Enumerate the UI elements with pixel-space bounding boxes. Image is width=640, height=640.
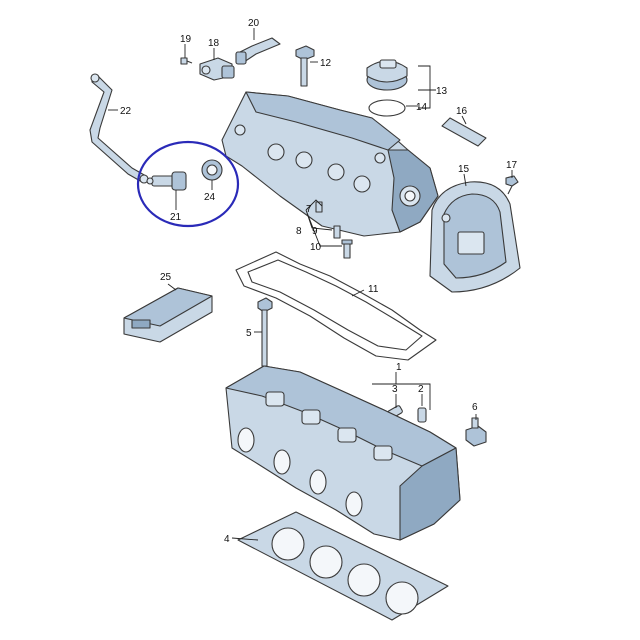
callout-14: 14 (416, 102, 428, 113)
part-15-timing-cover[interactable] (429, 181, 521, 293)
callout-3: 3 (392, 384, 398, 395)
callout-13: 13 (436, 86, 448, 97)
callout-17: 17 (506, 160, 518, 171)
part-20-pipe[interactable] (235, 37, 281, 65)
callout-24: 24 (204, 192, 216, 203)
part-9-bolt[interactable] (333, 225, 341, 239)
callout-12: 12 (320, 58, 332, 69)
callout-19: 19 (180, 34, 192, 45)
part-17-bolt[interactable] (505, 175, 519, 195)
callout-11: 11 (368, 284, 379, 295)
part-12-bolt[interactable] (295, 45, 315, 87)
part-14-seal-ring[interactable] (368, 99, 406, 117)
part-22-hose[interactable] (89, 73, 149, 184)
part-1-cylinder-head[interactable] (225, 365, 461, 541)
part-7-bolt[interactable] (315, 201, 323, 213)
part-21-sensor[interactable] (146, 171, 187, 191)
callout-5: 5 (246, 328, 252, 339)
valve-cover-manifold[interactable] (221, 91, 439, 237)
part-5-head-bolt[interactable] (257, 297, 273, 367)
callout-22: 22 (120, 106, 132, 117)
callout-9: 9 (312, 226, 318, 237)
part-2-dowel[interactable] (417, 407, 427, 423)
part-11-cover-gasket[interactable] (235, 251, 437, 361)
callout-2: 2 (418, 384, 424, 395)
part-24-seal[interactable] (201, 159, 223, 181)
callout-6: 6 (472, 402, 478, 413)
callout-4: 4 (224, 534, 230, 545)
callout-10: 10 (310, 242, 322, 253)
callout-18: 18 (208, 38, 220, 49)
part-4-head-gasket[interactable] (237, 511, 449, 621)
callout-1: 1 (396, 362, 402, 373)
part-16-sealant-tube[interactable] (441, 117, 487, 147)
part-25-cover-plate[interactable] (123, 287, 213, 343)
callout-labels: 19 18 20 12 13 14 16 17 15 22 21 24 7 8 … (120, 18, 518, 545)
callout-21: 21 (170, 212, 182, 223)
callout-7: 7 (306, 204, 312, 215)
leader-lines (108, 28, 513, 541)
part-10-bolt[interactable] (341, 239, 353, 259)
callout-8: 8 (296, 226, 302, 237)
part-13-oil-cap[interactable] (366, 59, 408, 91)
highlight-circle (136, 140, 240, 228)
part-19-bolt[interactable] (180, 57, 193, 65)
part-18-valve[interactable] (199, 57, 235, 81)
callout-15: 15 (458, 164, 470, 175)
callout-20: 20 (248, 18, 260, 29)
part-6-plug[interactable] (465, 417, 487, 447)
callout-16: 16 (456, 106, 468, 117)
callout-25: 25 (160, 272, 172, 283)
